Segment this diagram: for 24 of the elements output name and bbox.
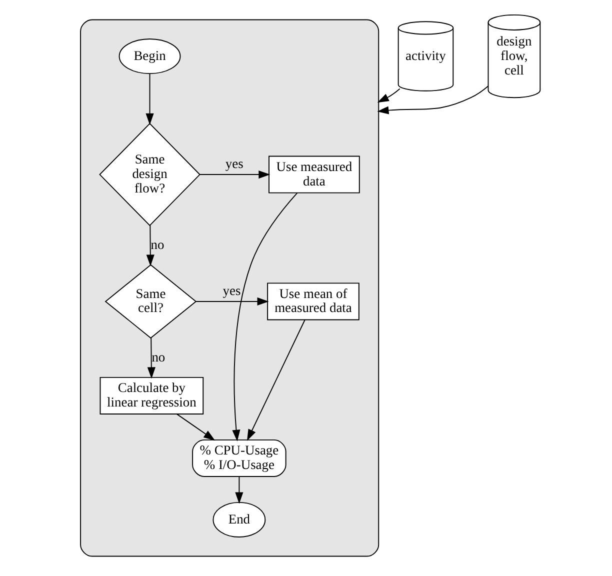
arrow xyxy=(146,224,154,266)
cluster xyxy=(80,19,379,557)
arrow xyxy=(145,73,154,125)
edge-label: yes xyxy=(224,156,243,171)
arrow xyxy=(146,337,155,379)
edge-label: no xyxy=(150,236,164,252)
arrow xyxy=(234,476,243,504)
arrow xyxy=(195,297,268,306)
edge-label: yes xyxy=(222,282,240,298)
arrow xyxy=(176,414,215,441)
node-diamond: Same cell? xyxy=(104,264,196,339)
arrow xyxy=(232,192,298,442)
node-box: Calculate by linear regression xyxy=(99,376,204,414)
node-ellipse: Begin xyxy=(118,38,180,74)
edge-label: no xyxy=(151,349,165,364)
node-ellipse: End xyxy=(212,502,266,538)
node-box: % CPU-Usage % I/O-Usage xyxy=(192,439,286,477)
arrow xyxy=(376,88,400,103)
arrow xyxy=(199,170,270,179)
node-box: Use measured data xyxy=(268,156,360,194)
node-box: Use mean of measured data xyxy=(266,282,359,320)
arrow xyxy=(246,319,305,441)
arrow xyxy=(376,86,488,114)
node-diamond: Same design flow? xyxy=(98,122,200,226)
